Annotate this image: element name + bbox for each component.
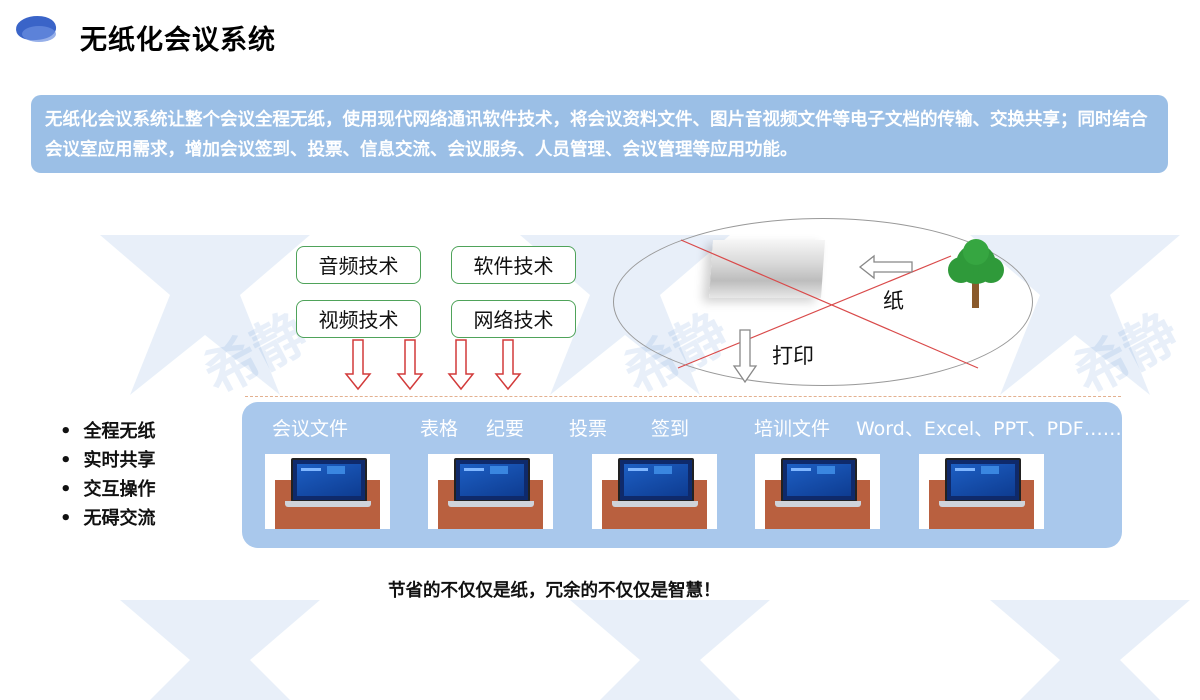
print-label: 打印 (772, 344, 814, 368)
arrow-down-icon (447, 339, 475, 391)
watermark-logo (990, 600, 1190, 700)
laptop-image (265, 454, 390, 529)
feature-item: 无碍交流 (60, 504, 156, 533)
arrow-down-icon (732, 329, 758, 384)
feature-item: 全程无纸 (60, 417, 156, 446)
file-label: 培训文件 (754, 418, 831, 440)
description-text: 无纸化会议系统让整个会议全程无纸，使用现代网络通讯软件技术，将会议资料文件、图片… (45, 110, 1148, 160)
down-arrows (344, 339, 522, 391)
file-label: 投票 (569, 418, 608, 440)
laptop-image (592, 454, 717, 529)
arrow-down-icon (344, 339, 372, 391)
tech-box-software: 软件技术 (451, 246, 576, 284)
laptop-image (919, 454, 1044, 529)
laptop-image (755, 454, 880, 529)
feature-list: 全程无纸 实时共享 交互操作 无碍交流 (60, 417, 156, 533)
feature-item: 交互操作 (60, 475, 156, 504)
tech-box-network: 网络技术 (451, 300, 576, 338)
arrow-down-icon (494, 339, 522, 391)
page-title: 无纸化会议系统 (80, 25, 276, 56)
file-label: 会议文件 (272, 418, 349, 440)
arrow-down-icon (396, 339, 424, 391)
file-label: 签到 (651, 418, 690, 440)
paper-ellipse (613, 218, 1033, 386)
tech-box-video: 视频技术 (296, 300, 421, 338)
watermark-logo (120, 600, 320, 700)
feature-item: 实时共享 (60, 446, 156, 475)
watermark-text: 希静 (1063, 300, 1189, 408)
cross-out-lines (677, 239, 979, 369)
dashed-divider (245, 396, 1121, 397)
watermark-logo (100, 235, 310, 395)
description-box: 无纸化会议系统让整个会议全程无纸，使用现代网络通讯软件技术，将会议资料文件、图片… (31, 95, 1168, 173)
slogan: 节省的不仅仅是纸，冗余的不仅仅是智慧！ (388, 581, 721, 601)
tree-icon (948, 239, 1004, 308)
file-label: Word、Excel、PPT、PDF…… (856, 418, 1122, 440)
arrow-left-icon (858, 254, 913, 280)
file-label: 表格 (420, 418, 459, 440)
file-label: 纪要 (486, 418, 525, 440)
paper-label: 纸 (883, 289, 904, 313)
tech-box-audio: 音频技术 (296, 246, 421, 284)
title-decoration (22, 26, 56, 42)
laptop-image (428, 454, 553, 529)
